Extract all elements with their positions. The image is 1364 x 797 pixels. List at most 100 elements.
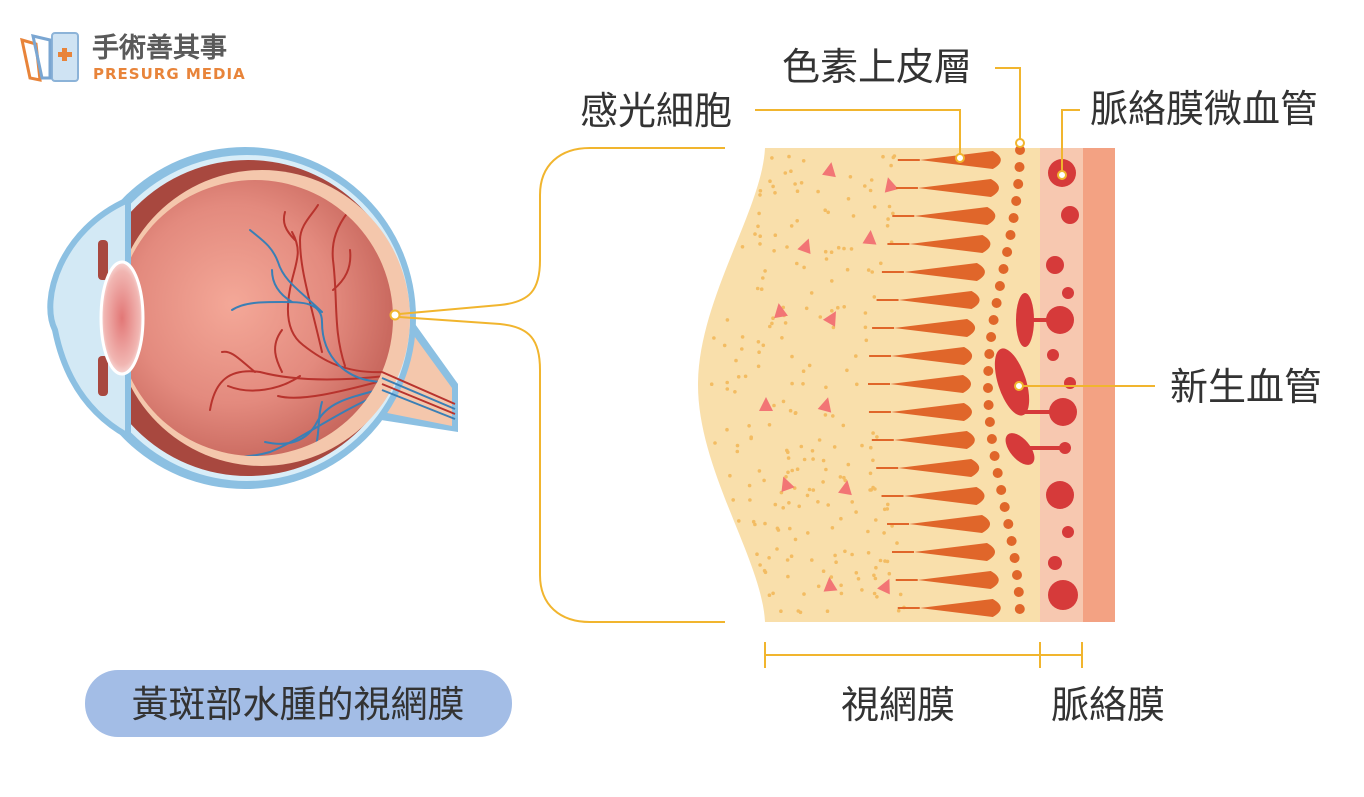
retina-speckle xyxy=(772,249,776,253)
rpe-cell xyxy=(1014,604,1025,614)
retina-speckle xyxy=(731,498,735,502)
retina-speckle xyxy=(753,522,757,527)
retina-speckle xyxy=(874,518,878,522)
retina-speckle xyxy=(866,268,871,272)
retina-speckle xyxy=(801,382,805,386)
retina-speckle xyxy=(790,354,794,359)
rpe-cell xyxy=(984,349,995,359)
retina-speckle xyxy=(771,316,775,321)
rpe-cell xyxy=(1006,536,1017,546)
retina-speckle xyxy=(807,363,812,368)
choroid-capillary xyxy=(1059,442,1071,454)
photoreceptor-cell xyxy=(893,431,975,449)
photoreceptor-cell xyxy=(894,319,976,337)
retina-speckle xyxy=(734,358,738,363)
retina-speckle xyxy=(773,502,778,507)
retina-speckle xyxy=(810,449,815,453)
lens xyxy=(99,260,145,376)
retina-speckle xyxy=(866,551,871,555)
retina-speckle xyxy=(735,449,740,454)
retina-speckle xyxy=(759,287,764,292)
zoom-line-top xyxy=(398,147,725,315)
retina-speckle xyxy=(787,501,791,505)
retina-speckle xyxy=(817,438,822,442)
retina-speckle xyxy=(833,553,837,558)
bracket-choroid xyxy=(1040,642,1083,668)
retina-speckle xyxy=(823,208,827,212)
vitreous-body xyxy=(117,180,393,456)
retina-speckle xyxy=(851,214,856,218)
retina-speckle xyxy=(869,445,873,450)
retina-speckle xyxy=(733,390,737,394)
retina-speckle xyxy=(854,510,858,514)
label-rpe: 色素上皮層 xyxy=(782,45,972,89)
retina-speckle xyxy=(793,537,798,542)
retina-speckle xyxy=(758,242,762,246)
retina-speckle xyxy=(872,205,877,209)
retina-speckle xyxy=(773,191,777,195)
retina-speckle xyxy=(810,558,814,562)
retina-speckle xyxy=(872,573,876,578)
retina-speckle xyxy=(854,354,858,358)
choroid-capillary xyxy=(1049,398,1077,426)
photoreceptor-cell xyxy=(890,403,972,421)
eyeball-illustration xyxy=(47,147,458,489)
retina-speckle xyxy=(802,265,806,270)
retina-speckle xyxy=(767,556,771,560)
photoreceptor-cell xyxy=(898,291,980,309)
label-choriocapillaris: 脈絡膜微血管 xyxy=(1090,87,1318,131)
retina-speckle xyxy=(816,189,820,194)
retina-speckle xyxy=(757,350,761,355)
retina-speckle xyxy=(885,224,890,228)
rpe-cell xyxy=(983,383,993,393)
photoreceptor-cell xyxy=(898,459,980,477)
retina-speckle xyxy=(829,575,834,579)
choroid-capillary xyxy=(1047,349,1059,361)
retina-speckle xyxy=(735,443,740,448)
caption-background xyxy=(85,670,512,737)
choroid-capillary xyxy=(1061,206,1079,224)
retina-speckle xyxy=(761,343,766,348)
fluid-particle xyxy=(774,303,788,319)
label-retina: 視網膜 xyxy=(841,683,955,727)
retina-speckle xyxy=(751,519,756,524)
label-markers xyxy=(955,138,1067,391)
rpe-cell xyxy=(1011,196,1022,206)
retina-speckle xyxy=(872,295,877,299)
retina-speckle xyxy=(712,336,716,340)
rpe-cell xyxy=(1005,230,1016,240)
retina-speckle xyxy=(889,163,893,168)
retina-speckle xyxy=(824,257,829,261)
choroid-capillary xyxy=(1048,556,1062,570)
choroid-capillary xyxy=(1062,287,1074,299)
retina-speckle xyxy=(802,592,806,596)
retina-speckle xyxy=(842,475,846,480)
retina-speckle xyxy=(805,493,810,498)
retina-speckle xyxy=(871,458,875,463)
photoreceptor-cell xyxy=(909,515,991,533)
fluid-particle xyxy=(884,177,899,193)
retina-speckle xyxy=(871,431,875,435)
retina-speckle xyxy=(875,595,879,599)
retina-speckle xyxy=(839,583,843,588)
retina-speckle xyxy=(879,261,883,266)
marker-choriocapillaris xyxy=(1057,170,1067,180)
rpe-cell xyxy=(986,332,997,342)
retina-speckle xyxy=(736,375,741,379)
retina-speckle xyxy=(830,526,835,530)
retina-speckle xyxy=(788,526,792,531)
retina-speckle xyxy=(789,169,793,173)
retina-speckle xyxy=(860,443,864,448)
marker-rpe xyxy=(1015,138,1025,148)
retina-speckle xyxy=(789,554,794,558)
retina-speckle xyxy=(757,469,762,473)
retina-speckle xyxy=(886,217,890,221)
rpe-cell xyxy=(1014,162,1025,172)
retina-speckle xyxy=(793,411,798,416)
fluid-particle xyxy=(781,476,795,493)
photoreceptor-cell xyxy=(890,375,972,393)
retina-speckle xyxy=(836,245,841,250)
retina-cross-section xyxy=(698,145,1115,622)
retina-speckle xyxy=(775,547,779,551)
rpe-cell xyxy=(999,502,1010,512)
